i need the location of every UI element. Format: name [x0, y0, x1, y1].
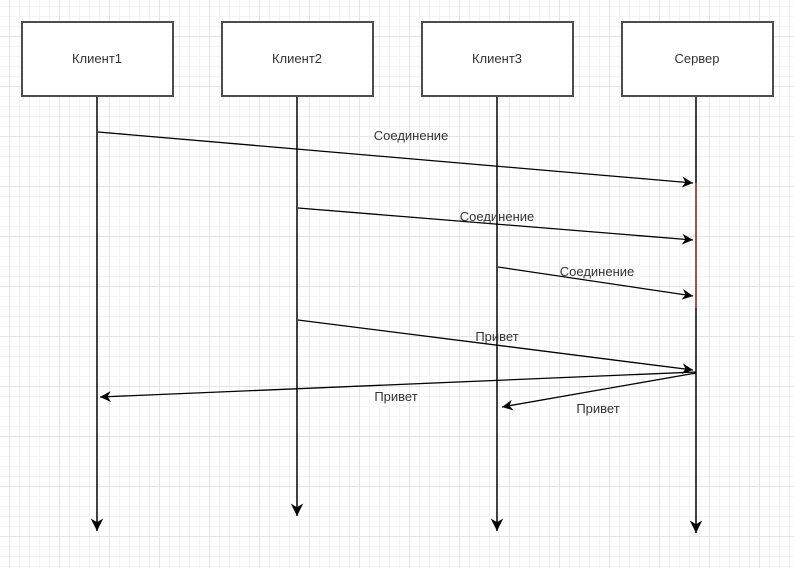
actor-label-client3: Клиент3: [472, 51, 522, 66]
actor-box-client3[interactable]: Клиент3: [421, 21, 574, 97]
message-connect-client3-server[interactable]: Соединение: [497, 264, 694, 300]
actor-label-server: Сервер: [674, 51, 719, 66]
actor-box-client1[interactable]: Клиент1: [21, 21, 174, 97]
message-label: Соединение: [460, 209, 535, 224]
message-label: Привет: [576, 401, 619, 416]
actor-label-client2: Клиент2: [272, 51, 322, 66]
message-label: Соединение: [560, 264, 635, 279]
message-label: Соединение: [374, 128, 449, 143]
message-label: Привет: [475, 329, 518, 344]
message-connect-client2-server[interactable]: Соединение: [297, 207, 694, 245]
actor-box-server[interactable]: Сервер: [621, 21, 774, 97]
actor-label-client1: Клиент1: [72, 51, 122, 66]
actor-box-client2[interactable]: Клиент2: [221, 21, 374, 97]
message-hello-client2-server[interactable]: Привет: [297, 319, 694, 375]
message-hello-server-client3[interactable]: Привет: [501, 372, 697, 416]
message-label: Привет: [374, 389, 417, 404]
message-connect-client1-server[interactable]: Соединение: [97, 128, 694, 188]
message-hello-server-client1[interactable]: Привет: [99, 371, 697, 404]
